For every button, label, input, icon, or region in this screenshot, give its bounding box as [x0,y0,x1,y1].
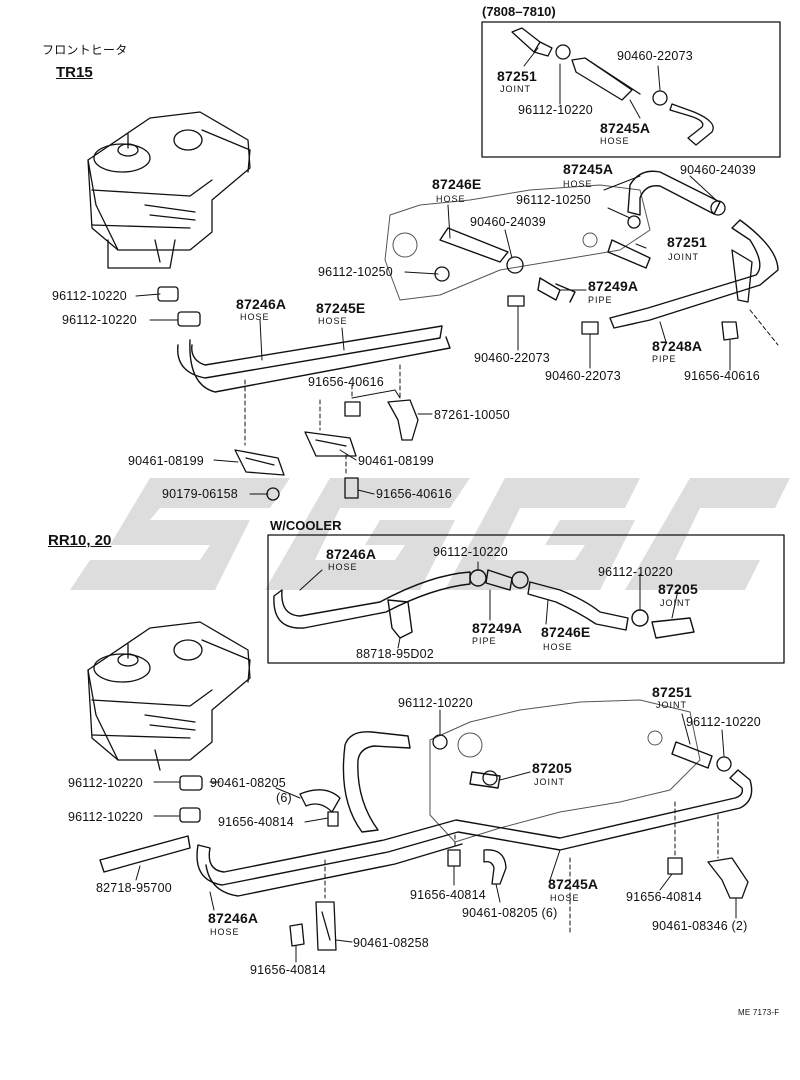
part-desc: HOSE [543,642,573,652]
part-label: 87205 [532,760,572,776]
part-label: 87251 [497,68,537,84]
part-desc: JOINT [500,84,531,94]
part-desc: JOINT [656,700,687,710]
part-label: 87245A [600,120,651,136]
part-label: 91656-40616 [308,375,384,389]
part-label: 90460-24039 [680,163,756,177]
inset-top-parts [511,27,714,146]
doc-code: ME 7173-F [738,1008,780,1017]
part-label: 90461-08205 (6) [462,906,558,920]
heater-unit-top [87,111,251,327]
part-label: 87261-10050 [434,408,510,422]
part-label: 90461-08346 (2) [652,919,748,933]
part-label: 87246E [541,624,591,640]
bottom-clamps [289,734,749,951]
heater-unit-bottom [87,621,251,823]
part-label: 90460-22073 [617,49,693,63]
part-desc: HOSE [563,179,593,189]
part-label: 96112-10220 [686,715,761,729]
part-desc: HOSE [550,893,580,903]
inset-top-box [481,21,781,158]
part-label: 96112-10220 [398,696,473,710]
engine-block-top [384,184,651,301]
part-label: 90461-08199 [358,454,434,468]
part-label: 96112-10250 [516,193,591,207]
part-label: 91656-40814 [250,963,326,977]
part-label: 90460-24039 [470,215,546,229]
part-label: 87245A [563,161,614,177]
part-label: 91656-40616 [376,487,452,501]
part-desc: JOINT [668,252,699,262]
part-label: 96112-10220 [598,565,673,579]
inset-top-title: (7808–7810) [482,4,556,19]
part-label: 87205 [658,581,698,597]
part-label: 96112-10220 [433,545,508,559]
inset-cooler-box [267,534,785,664]
part-label: 96112-10250 [318,265,393,279]
part-label: 87246A [326,546,377,562]
part-desc: JOINT [534,777,565,787]
section-top-jp-title: フロントヒータ [42,43,128,57]
part-label: 87245E [316,300,366,316]
guide-lines-top [244,309,779,477]
part-label: 96112-10220 [68,776,143,790]
bottom-hoses [99,731,753,897]
section-top-model: TR15 [56,64,93,81]
part-label: 90179-06158 [162,487,238,501]
part-label: 90461-08199 [128,454,204,468]
part-label: 87246A [208,910,259,926]
part-label: 87249A [472,620,523,636]
part-desc: HOSE [318,316,348,326]
part-label: 96112-10220 [68,810,143,824]
part-desc: HOSE [436,194,466,204]
part-desc: (6) [276,791,292,805]
part-label: 82718-95700 [96,881,172,895]
cooler-inset-parts [273,569,695,639]
part-label: 91656-40814 [410,888,486,902]
part-desc: HOSE [600,136,630,146]
part-label: 90460-22073 [474,351,550,365]
part-label: 90461-08205 [210,776,286,790]
engine-block-bottom [429,699,701,843]
top-hoses [177,170,779,393]
part-label: 91656-40814 [218,815,294,829]
part-label: 91656-40616 [684,369,760,383]
part-label: 87249A [588,278,639,294]
part-desc: PIPE [472,636,497,646]
part-label: 88718-95D02 [356,647,434,661]
part-label: 87251 [652,684,692,700]
part-desc: HOSE [328,562,358,572]
leader-lines [135,47,737,963]
part-label: 96112-10220 [62,313,137,327]
part-label: 87245A [548,876,599,892]
section-bottom-model: RR10, 20 [48,532,112,549]
part-desc: JOINT [660,598,691,608]
part-label: 96112-10220 [518,103,593,117]
part-label: 90461-08258 [353,936,429,950]
part-desc: HOSE [210,927,240,937]
inset-cooler-title: W/COOLER [270,518,342,533]
part-label: 96112-10220 [52,289,127,303]
part-desc: PIPE [588,295,613,305]
part-label: 87246E [432,176,482,192]
part-label: 87248A [652,338,703,354]
part-label: 87251 [667,234,707,250]
part-desc: HOSE [240,312,270,322]
part-label: 90460-22073 [545,369,621,383]
part-label: 91656-40814 [626,890,702,904]
watermark-graphic [70,478,790,590]
part-label: 87246A [236,296,287,312]
part-desc: PIPE [652,354,677,364]
guide-lines-bottom [324,801,719,936]
